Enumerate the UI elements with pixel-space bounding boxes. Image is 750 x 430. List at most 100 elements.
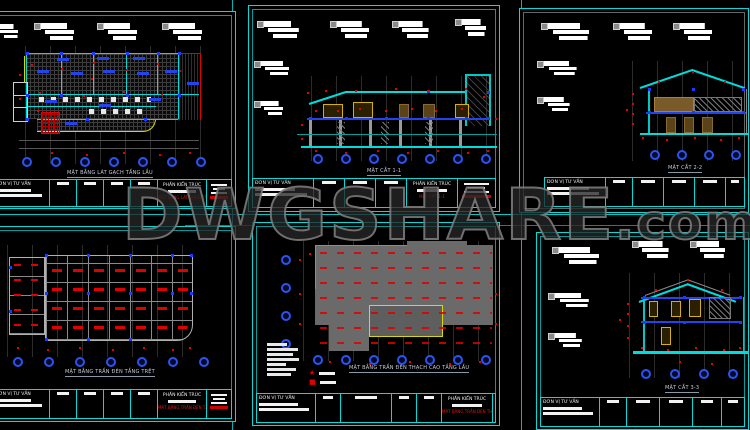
door [689, 299, 701, 317]
wall-line [93, 53, 94, 94]
legend-line [319, 380, 336, 384]
wall-line [157, 53, 158, 94]
sheet-tiling-plan-upper-floor: MẶT BẰNG LÁT GẠCH TẦNG LẦU ĐƠN VỊ TƯ VẤN… [0, 11, 236, 209]
title-block-cell [130, 390, 157, 418]
leader-note [537, 97, 580, 117]
window-box [399, 104, 409, 118]
title-block-cell [76, 180, 103, 206]
hatched-column [381, 122, 389, 144]
consultant-label: ĐƠN VỊ TƯ VẤN [255, 181, 291, 186]
title-block-cell [721, 398, 744, 426]
leader-note [537, 61, 590, 81]
grid-bubble [199, 357, 209, 367]
consultant-label: ĐƠN VỊ TƯ VẤN [0, 392, 31, 397]
leader-note [330, 21, 377, 41]
red-dimension-marks [632, 93, 634, 95]
wall-line [26, 106, 156, 107]
ceiling-lamps [316, 246, 492, 350]
wall-line [26, 53, 178, 54]
grid-bubbles-bottom [313, 355, 499, 365]
window-box [323, 104, 343, 118]
window-box [423, 104, 435, 118]
leader-note [162, 23, 211, 43]
grid-node-dots [45, 254, 48, 257]
title-block-consultant-cell: ĐƠN VỊ TƯ VẤN [253, 179, 313, 207]
left-wing-lamps [10, 258, 42, 332]
mid-slab [646, 112, 746, 114]
consultant-label: ĐƠN VỊ TƯ VẤN [543, 400, 579, 405]
roof-flat-line [345, 91, 467, 93]
grid-bubble [670, 369, 680, 379]
wall-line [126, 53, 127, 94]
title-block-revision-cell [492, 394, 495, 422]
door [671, 301, 681, 317]
grid-bubble [313, 154, 323, 164]
title-block: ĐƠN VỊ TƯ VẤN [544, 177, 745, 207]
title-block-cell [315, 394, 340, 422]
leader-note [254, 101, 293, 121]
grid-bubble [453, 154, 463, 164]
grid-bubbles [22, 157, 206, 167]
hatch-block [709, 297, 731, 319]
door [666, 117, 676, 133]
ground-line [640, 133, 748, 135]
grid-bubble [75, 357, 85, 367]
grid-bubble [44, 357, 54, 367]
leader-note [690, 241, 733, 261]
title-block-cell [659, 398, 692, 426]
grid-bubble [109, 157, 119, 167]
sheet-section-1-1: MẶT CẮT 1-1 ĐƠN VỊ TƯ VẤN PHẦN KIẾN TRÚC… [248, 5, 500, 212]
sheet-ceiling-plan-ground: MẶT BẰNG TRẦN ĐÈN TẦNG TRỆT ĐƠN VỊ TƯ VẤ… [0, 226, 236, 422]
red-dimension-marks [17, 347, 19, 349]
door [649, 301, 658, 317]
grid-bubble [22, 157, 32, 167]
section-label: PHẦN KIẾN TRÚC [412, 182, 452, 187]
drawing-title: MẶT BẰNG TRẦN ĐÈN TẦNG TRỆT [65, 369, 155, 377]
drawing-title: MẶT BẰNG LÁT GẠCH TẦNG LẦU [67, 170, 153, 178]
legend-item-square: ■ [309, 378, 336, 387]
hall-lamps [47, 257, 189, 337]
grid-bubble [397, 355, 407, 365]
grid-bubble [51, 157, 61, 167]
grid-bubble [281, 311, 291, 321]
title-block-cell [130, 180, 157, 206]
hatched-column [337, 122, 345, 144]
grid-bubble [481, 154, 491, 164]
title-block-cell [663, 178, 694, 206]
grid-bubble [281, 255, 291, 265]
title-block-revision-cell [457, 179, 495, 207]
leader-note [541, 23, 600, 43]
grid-bubble [397, 154, 407, 164]
hatch-band [694, 97, 742, 112]
title-block-cell [344, 179, 375, 207]
red-dimension-marks [31, 64, 33, 66]
left-wing-rooms [13, 82, 28, 122]
grid-bubble [481, 355, 491, 365]
red-dimension-marks [627, 303, 629, 305]
grid-bubbles [313, 154, 491, 164]
title-block-cell [49, 180, 76, 206]
grid-bubble [196, 157, 206, 167]
leader-note [673, 23, 720, 43]
dimension-line [19, 148, 199, 149]
door-lower [661, 327, 671, 345]
window-box [353, 102, 373, 118]
leader-note [254, 61, 301, 81]
title-block-cell [49, 390, 76, 418]
grid-bubbles [650, 150, 741, 160]
leader-note [548, 293, 603, 313]
grid-bubble [281, 283, 291, 293]
leader-note [548, 333, 593, 353]
sheet-section-3-3: MẶT CẮT 3-3 ĐƠN VỊ TƯ VẤN [536, 232, 749, 430]
grid-bubble [13, 357, 23, 367]
base-line [297, 134, 497, 135]
title-block-consultant-cell: ĐƠN VỊ TƯ VẤN [0, 390, 49, 418]
title-block-cell [599, 398, 626, 426]
upper-slab [641, 297, 741, 299]
title-block-consultant-cell: ĐƠN VỊ TƯ VẤN [257, 394, 315, 422]
grid-bubble [341, 154, 351, 164]
